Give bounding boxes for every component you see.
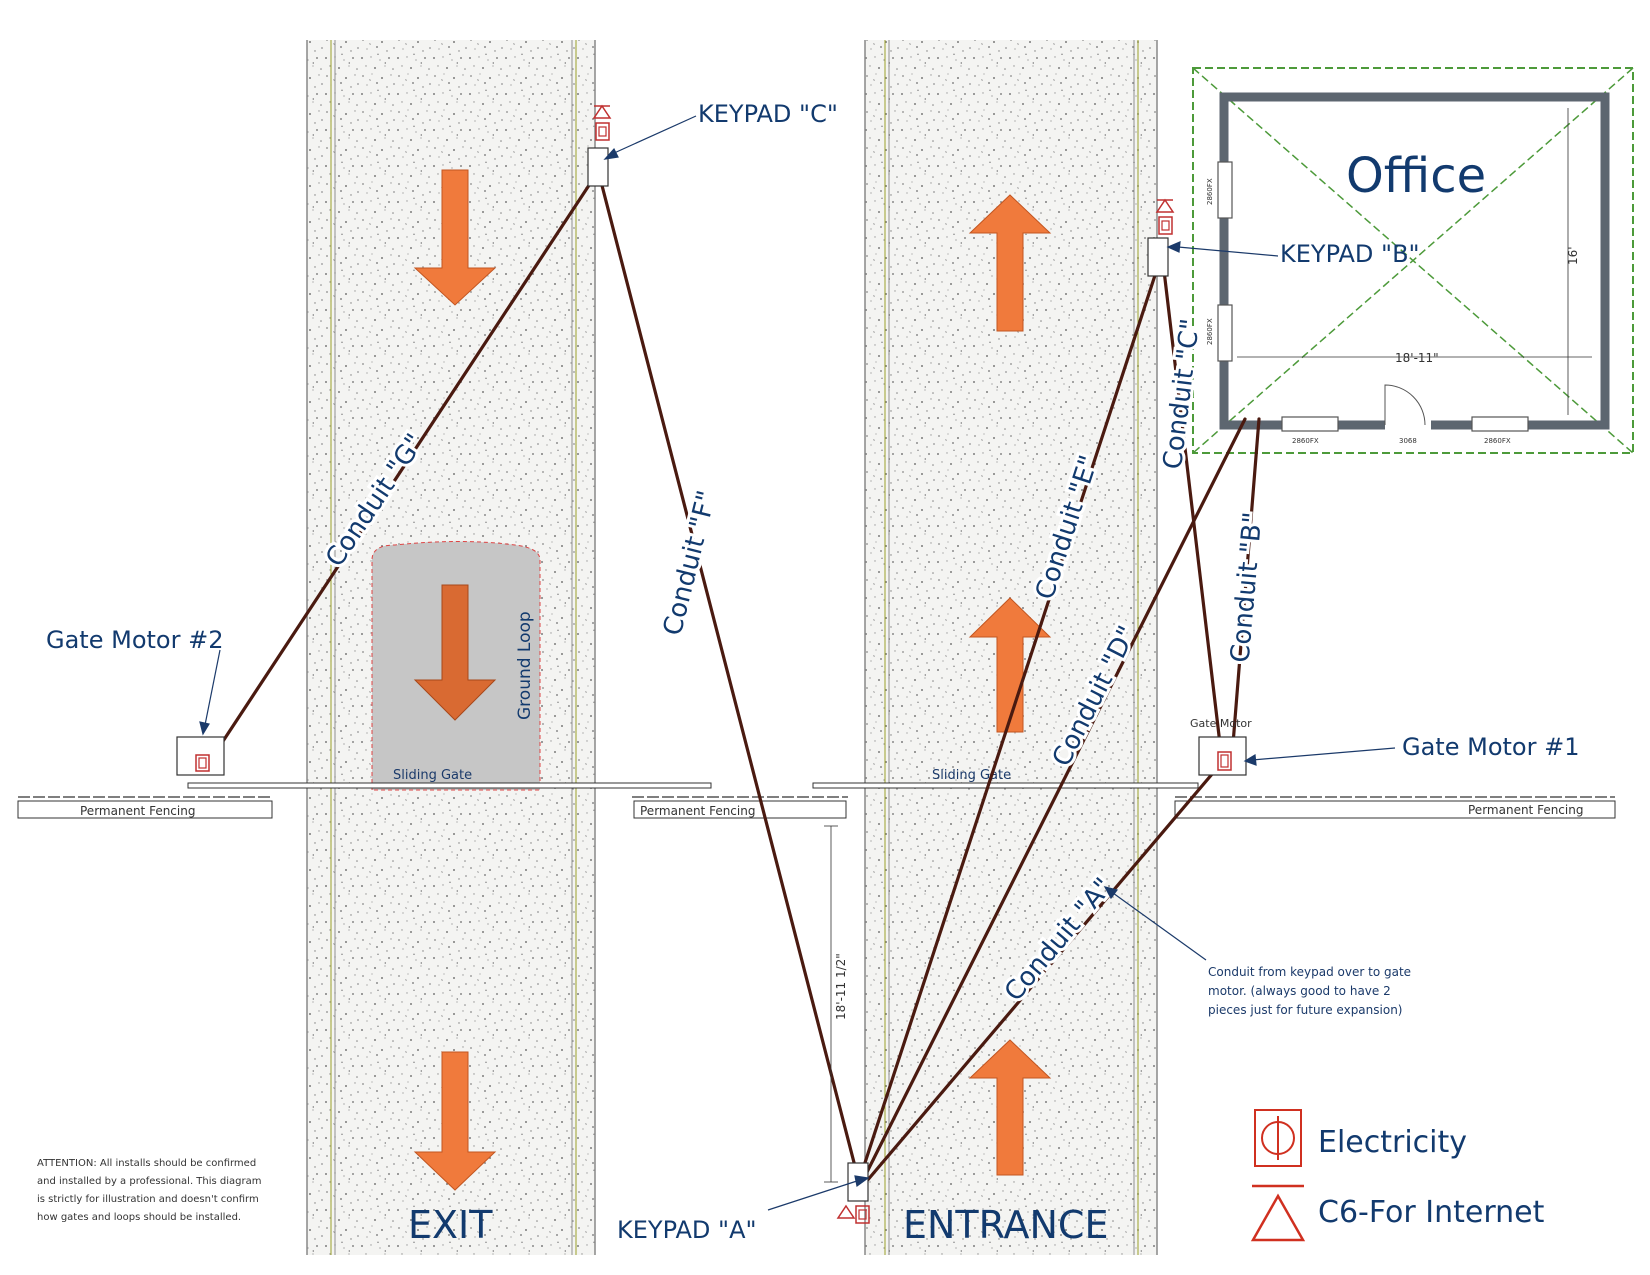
- keypad-c-label: KEYPAD "C": [698, 100, 838, 128]
- gate-motor-2: [176, 736, 225, 776]
- keypad-b: [1147, 198, 1175, 277]
- keypad-b-label: KEYPAD "B": [1280, 240, 1420, 268]
- ground-loop-label: Ground Loop: [515, 611, 535, 720]
- office-label: Office: [1346, 148, 1486, 204]
- office-depth-dimension: 16': [1566, 246, 1580, 265]
- electricity-icon: [1254, 1109, 1302, 1167]
- exit-arrow-top: [413, 169, 497, 306]
- conduit-note-line-3: pieces just for future expansion): [1208, 1003, 1402, 1017]
- callout-leaders: [199, 115, 1396, 1211]
- conduit-b-line: [1231, 417, 1261, 746]
- internet-icon: [1250, 1184, 1306, 1242]
- conduit-note-line-2: motor. (always good to have 2: [1208, 984, 1391, 998]
- conduit-g-line: [202, 162, 605, 772]
- keypad-a-label: KEYPAD "A": [617, 1216, 757, 1244]
- attention-line-4: how gates and loops should be installed.: [37, 1212, 241, 1223]
- attention-note: ATTENTION: All installs should be confir…: [37, 1158, 262, 1223]
- keypad-a-offset-dimension: 18'-11 1/2": [824, 825, 848, 1183]
- attention-line-3: is strictly for illustration and doesn't…: [37, 1194, 259, 1205]
- sliding-gate-left-label: Sliding Gate: [393, 768, 472, 783]
- legend-internet-label: C6-For Internet: [1318, 1195, 1545, 1230]
- conduit-b-label: Conduit "B": [1226, 511, 1269, 664]
- window-bottom-right-label: 2860FX: [1484, 437, 1511, 445]
- exit-arrow-loop: [413, 584, 497, 721]
- attention-line-2: and installed by a professional. This di…: [37, 1176, 262, 1187]
- conduit-c-line: [1161, 260, 1222, 746]
- gate-motor-1: Gate Motor: [1190, 717, 1252, 776]
- exit-arrow-bottom: [413, 1051, 497, 1191]
- entrance-arrow-top: [968, 194, 1052, 332]
- legend: Electricity C6-For Internet: [1250, 1109, 1545, 1242]
- conduit-note-line-1: Conduit from keypad over to gate: [1208, 965, 1411, 979]
- sliding-gate-left: Sliding Gate: [187, 768, 712, 789]
- entrance-arrow-middle: [968, 597, 1052, 733]
- conduit-f-line: [596, 168, 860, 1180]
- entrance-arrow-bottom: [968, 1039, 1052, 1176]
- conduit-note: Conduit from keypad over to gate motor. …: [1208, 965, 1411, 1017]
- fence-middle: Permanent Fencing: [632, 796, 848, 819]
- attention-line-1: ATTENTION: All installs should be confir…: [37, 1158, 256, 1169]
- gate-motor-small-label: Gate Motor: [1190, 717, 1252, 730]
- legend-electricity-label: Electricity: [1318, 1125, 1467, 1160]
- office-building: Office 18'-11" 16' 2860FX 2860FX 2860FX …: [1192, 67, 1634, 454]
- door-label: 3068: [1399, 437, 1417, 445]
- gate-motor-1-label: Gate Motor #1: [1402, 733, 1579, 761]
- exit-label: EXIT: [408, 1203, 493, 1247]
- window-bottom-left-label: 2860FX: [1292, 437, 1319, 445]
- fence-left-label: Permanent Fencing: [80, 804, 195, 818]
- conduit-d-line: [862, 417, 1247, 1180]
- conduit-a-line: [864, 758, 1226, 1184]
- fence-right-label: Permanent Fencing: [1468, 803, 1583, 817]
- window-left-bottom-label: 2860FX: [1206, 318, 1214, 345]
- office-width-dimension: 18'-11": [1395, 351, 1439, 365]
- fence-left: Permanent Fencing: [17, 796, 273, 819]
- fence-middle-label: Permanent Fencing: [640, 804, 755, 818]
- keypad-a-offset-label: 18'-11 1/2": [834, 953, 848, 1020]
- conduit-e-line: [858, 258, 1162, 1180]
- keypad-c: [587, 104, 612, 187]
- fence-right: Permanent Fencing: [1174, 796, 1616, 819]
- gate-motor-2-label: Gate Motor #2: [46, 626, 223, 654]
- sliding-gate-right-label: Sliding Gate: [932, 768, 1011, 783]
- window-left-top-label: 2860FX: [1206, 178, 1214, 205]
- conduit-lines: [202, 162, 1261, 1184]
- entrance-label: ENTRANCE: [903, 1203, 1108, 1247]
